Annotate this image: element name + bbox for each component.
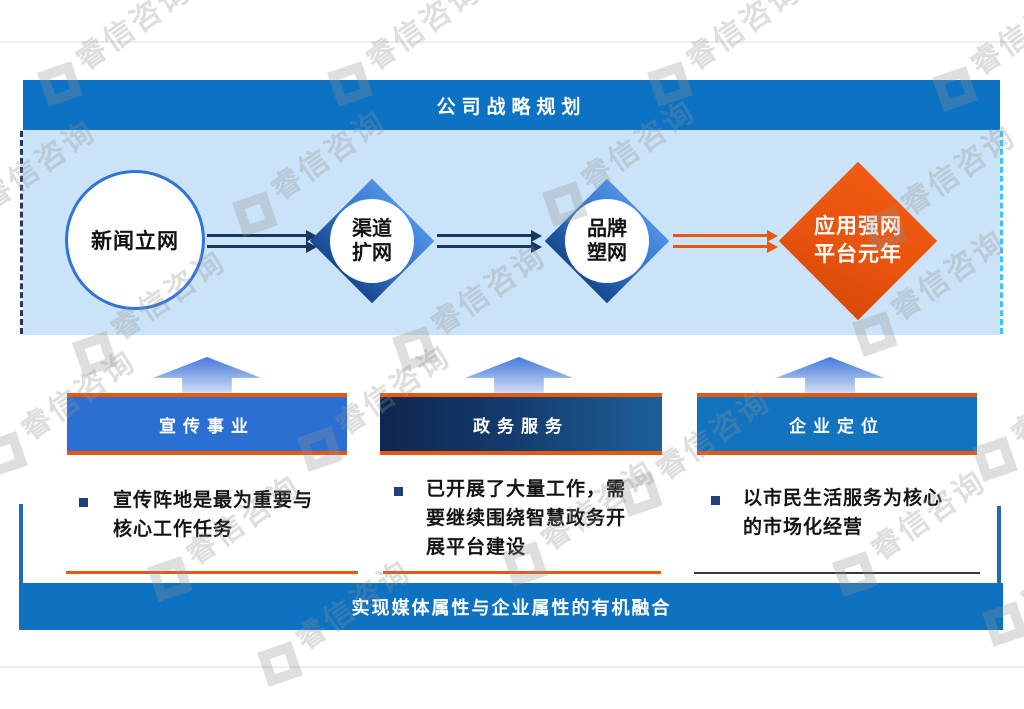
- pillar-box-government: 政务服务: [380, 393, 662, 455]
- pillar-bullet-text-3: 以市民生活服务为核心 的市场化经营: [743, 484, 993, 542]
- bullet-line: 展平台建设: [426, 537, 527, 558]
- watermark-text: 睿信咨询: [70, 0, 198, 77]
- arrow-line: [673, 240, 778, 253]
- watermark-logo-icon: [972, 436, 1018, 482]
- pillar-box-label: 宣传事业: [159, 416, 255, 436]
- bullet-square-icon: [394, 487, 403, 496]
- arrow-line: [437, 240, 542, 253]
- flow-arrow-1: [207, 229, 317, 253]
- diamond-inner-circle: [565, 199, 649, 283]
- bullet-square-icon: [79, 498, 88, 507]
- flow-node-platform-diamond: 应用强网 平台元年: [778, 161, 938, 321]
- band-left-dashed-border: [20, 131, 23, 334]
- watermark-logo-icon: [0, 431, 28, 477]
- watermark-logo-icon: [72, 331, 118, 377]
- pillar-box-label: 政务服务: [473, 416, 569, 436]
- bullet-underline-1: [66, 571, 358, 574]
- flow-arrow-2: [437, 229, 542, 253]
- bottom-divider: [0, 666, 1024, 668]
- pillar-box-label: 企业定位: [789, 416, 885, 436]
- footer-bracket-left: [19, 504, 23, 630]
- pillar-box-enterprise: 企业定位: [697, 393, 977, 455]
- band-right-dashed-border: [1000, 131, 1003, 334]
- pillar-bullet-text-2: 已开展了大量工作，需 要继续围绕智慧政务开 展平台建设: [426, 475, 676, 562]
- watermark-text: 睿信咨询: [1005, 349, 1024, 452]
- pillar-up-arrow-1: [153, 357, 261, 393]
- watermark-logo-icon: [257, 641, 303, 687]
- flow-arrow-3: [673, 229, 778, 253]
- bullet-line: 已开展了大量工作，需: [426, 479, 627, 500]
- bullet-line: 的市场化经营: [743, 517, 864, 538]
- pillar-up-arrow-3: [776, 357, 884, 393]
- pillar-up-arrow-2: [465, 357, 573, 393]
- watermark-text: 睿信咨询: [680, 0, 808, 77]
- footer-bar: 实现媒体属性与企业属性的有机融合: [20, 583, 1003, 630]
- bullet-line: 核心工作任务: [113, 519, 234, 540]
- footer-title: 实现媒体属性与企业属性的有机融合: [351, 597, 672, 618]
- bullet-square-icon: [711, 496, 720, 505]
- diamond-inner-circle: [330, 199, 414, 283]
- flow-node-label-line: 品牌: [587, 218, 627, 240]
- watermark-text: 睿信咨询: [1015, 514, 1024, 617]
- footer-bracket-right: [997, 506, 1001, 630]
- strategy-header-bar: 公司战略规划: [23, 80, 1000, 130]
- bullet-line: 以市民生活服务为核心: [743, 488, 944, 509]
- flow-node-label-line: 应用强网: [814, 215, 902, 238]
- strategy-header-title: 公司战略规划: [436, 96, 587, 118]
- arrow-line: [437, 229, 542, 242]
- watermark-text: 睿信咨询: [360, 0, 488, 77]
- pillar-box-propaganda: 宣传事业: [67, 393, 347, 455]
- arrow-line: [673, 229, 778, 242]
- flow-node-label: 应用强网 平台元年: [778, 185, 938, 297]
- bullet-underline-3: [694, 572, 980, 574]
- arrow-line: [207, 240, 317, 253]
- flow-node-label-line: 塑网: [587, 242, 627, 264]
- flow-node-label: 新闻立网: [91, 230, 179, 253]
- top-divider: [0, 41, 1024, 43]
- arrow-line: [207, 229, 317, 242]
- flow-node-label-line: 渠道: [352, 218, 392, 240]
- bullet-line: 宣传阵地是最为重要与: [113, 490, 314, 511]
- bullet-line: 要继续围绕智慧政务开: [426, 508, 627, 529]
- flow-node-label: 渠道 扩网: [328, 197, 416, 285]
- bullet-underline-2: [383, 571, 661, 574]
- flow-node-news-circle: 新闻立网: [65, 170, 205, 310]
- flow-node-label-line: 平台元年: [814, 243, 902, 266]
- flow-node-label: 品牌 塑网: [563, 197, 651, 285]
- flow-node-label-line: 扩网: [352, 242, 392, 264]
- pillar-bullet-text-1: 宣传阵地是最为重要与 核心工作任务: [113, 486, 363, 544]
